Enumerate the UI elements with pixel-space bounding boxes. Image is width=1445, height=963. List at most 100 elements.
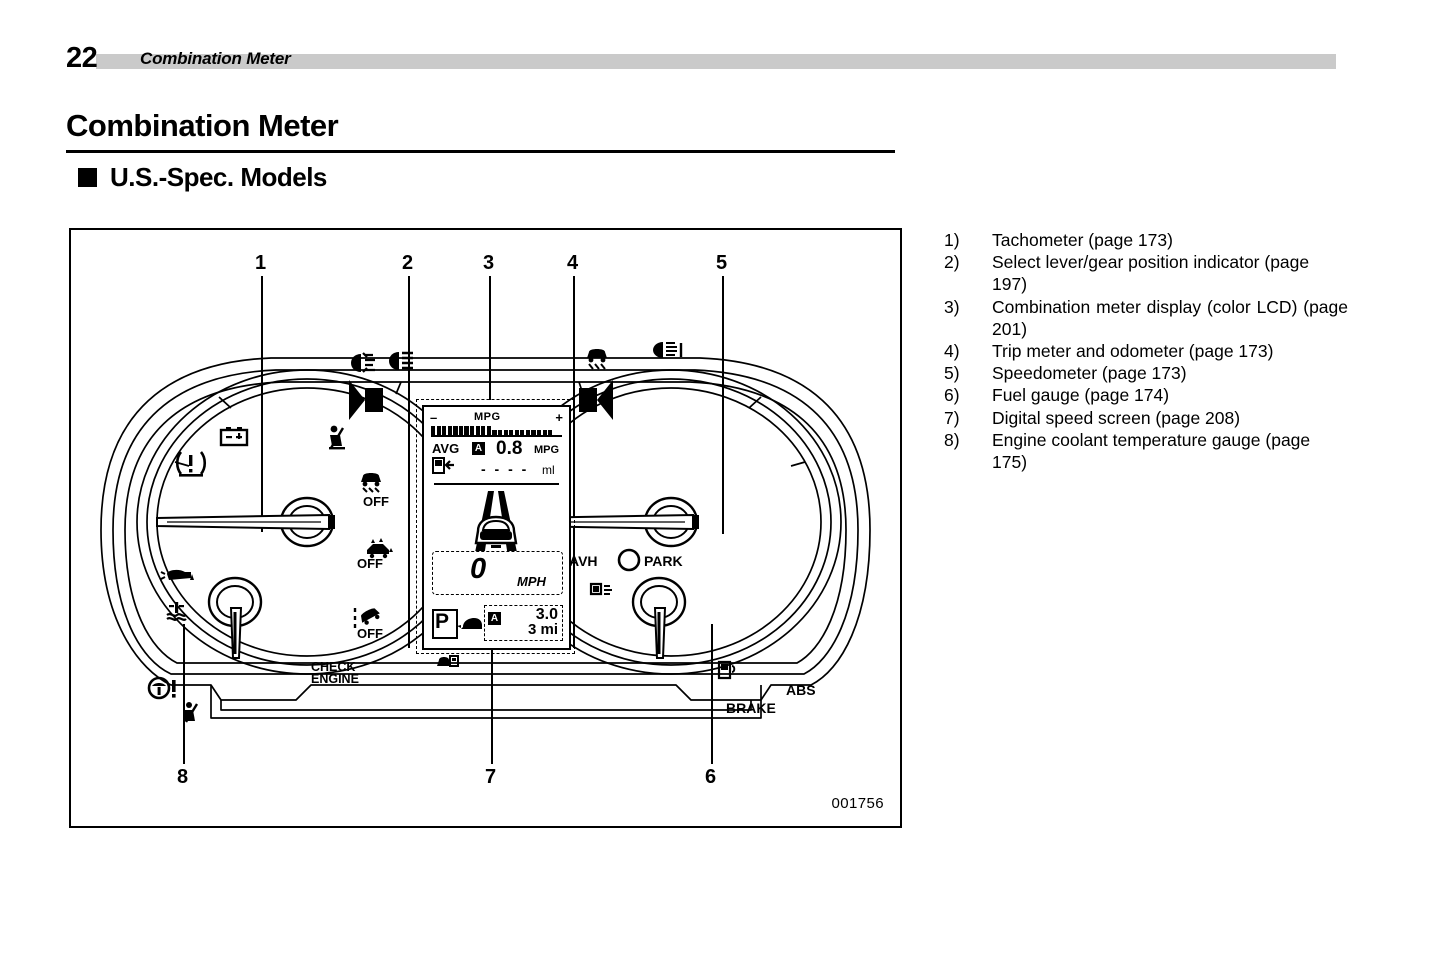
avg-label: AVG	[432, 441, 460, 456]
fuel-gauge	[631, 576, 687, 659]
callout-leader-6	[711, 624, 713, 764]
callout-6: 6	[705, 766, 717, 788]
tachometer-needle	[156, 496, 335, 548]
avh-label: AVH	[569, 553, 598, 569]
legend-label: Digital speed screen (page 208)	[992, 407, 1241, 428]
trip-meter-value: 3.0	[535, 606, 558, 623]
callout-7: 7	[485, 766, 497, 788]
oil-pressure-icon	[160, 569, 194, 580]
cruise-vehicle-icon	[457, 618, 482, 629]
lcd-divider	[434, 483, 559, 486]
legend-label: Trip meter and odometer (page 173)	[992, 341, 1274, 362]
mpg-plus-label: +	[555, 410, 563, 425]
callout-3: 3	[483, 252, 495, 274]
gear-position-box	[432, 609, 458, 639]
trip-odometer-box	[484, 605, 563, 641]
callout-8: 8	[177, 766, 189, 788]
svg-text:OFF: OFF	[357, 626, 383, 641]
mpg-bar-baseline	[431, 435, 562, 437]
legend-label: Fuel gauge (page 174)	[992, 385, 1170, 406]
svg-text:OFF: OFF	[363, 494, 389, 509]
right-warning-icons	[589, 548, 736, 680]
legend-number: 3)	[944, 296, 960, 317]
lane-departure-graphic	[474, 491, 518, 557]
coolant-temp-icon	[166, 602, 187, 621]
park-brake-icon	[617, 548, 641, 572]
odometer-value: 3 mi	[527, 621, 558, 638]
legend-number: 6)	[944, 385, 960, 406]
callout-leader-2	[408, 276, 410, 648]
fuel-range-icon	[432, 457, 454, 474]
running-header: 22 Combination Meter	[0, 42, 1445, 76]
callout-1: 1	[255, 252, 267, 274]
vdc-off-icon: OFF	[361, 473, 389, 509]
seatbelt-icon	[183, 702, 199, 723]
legend-label: Speedometer (page 173)	[992, 363, 1187, 384]
legend-number: 8)	[944, 429, 960, 450]
callout-5: 5	[716, 252, 728, 274]
hill-descent-off-icon: OFF	[353, 608, 383, 641]
eps-warning-icon	[147, 676, 176, 700]
park-label: PARK	[644, 553, 683, 569]
legend-item: 4) Trip meter and odometer (page 173)	[944, 340, 1348, 362]
legend-item: 1) Tachometer (page 173)	[944, 229, 1348, 251]
vdc-slip-icon	[587, 349, 607, 370]
gear-position-indicator: P	[435, 610, 450, 633]
legend-number: 5)	[944, 363, 960, 384]
avg-mpg-value: 0.8	[496, 438, 523, 459]
figure-legend: 1) Tachometer (page 173) 2) Select lever…	[944, 229, 1348, 473]
left-warning-icons: OFF OFF OFF	[147, 425, 459, 723]
fuel-range-value: - - - -	[481, 461, 529, 477]
right-turn-signal-icon	[579, 380, 613, 420]
legend-label: Combination meter display (color LCD) (p…	[992, 296, 1348, 339]
high-beam-icon	[389, 351, 413, 370]
subsection-label: U.S.-Spec. Models	[110, 162, 327, 192]
title-divider	[66, 150, 895, 153]
brake-fluid-icon	[589, 582, 612, 596]
fuel-low-icon	[717, 660, 736, 680]
digital-speed-screen	[432, 551, 563, 595]
digital-speed-unit: MPH	[517, 574, 546, 589]
callout-leader-8	[183, 624, 185, 764]
callout-leader-5	[722, 276, 724, 534]
traction-control-off-icon: OFF	[357, 538, 393, 571]
legend-number: 1)	[944, 230, 960, 250]
page-number: 22	[66, 42, 98, 74]
page-title: Combination Meter	[66, 108, 339, 143]
abs-label: ABS	[786, 682, 816, 698]
subsection-heading: U.S.-Spec. Models	[78, 162, 327, 193]
mpg-minus-label: –	[430, 410, 438, 425]
legend-item: 5) Speedometer (page 173)	[944, 362, 1348, 384]
callout-leader-4	[573, 276, 575, 648]
vehicle-icon	[474, 515, 518, 548]
brake-label: BRAKE	[726, 700, 776, 716]
tire-pressure-icon	[175, 451, 207, 477]
callout-2: 2	[402, 252, 414, 274]
lcd-dashed-outline	[416, 399, 575, 654]
coolant-temperature-gauge	[207, 576, 263, 659]
legend-label: Select lever/gear position indicator (pa…	[992, 252, 1310, 295]
legend-item: 7) Digital speed screen (page 208)	[944, 407, 1348, 429]
digital-speed-value: 0	[470, 553, 487, 585]
check-engine-label-line2: ENGINE	[311, 672, 359, 686]
airbag-icon	[329, 425, 345, 450]
left-turn-signal-icon	[349, 380, 383, 420]
figure-id: 001756	[831, 795, 884, 812]
legend-item: 8) Engine coolant temperature gauge (pag…	[944, 429, 1348, 473]
figure-combination-meter: 1 2 3 4 5 8 7 6	[69, 228, 902, 828]
header-chapter-title: Combination Meter	[140, 49, 291, 68]
fuel-range-unit: ml	[542, 463, 555, 477]
svg-text:OFF: OFF	[357, 556, 383, 571]
legend-number: 7)	[944, 407, 960, 428]
legend-label: Engine coolant temperature gauge (page 1…	[992, 429, 1311, 473]
trip-a-badge: A	[488, 612, 501, 625]
legend-item: 3) Combination meter display (color LCD)…	[944, 296, 1348, 340]
avg-mpg-unit: MPG	[534, 444, 560, 456]
headlight-on-icon	[653, 342, 683, 358]
combination-meter-display: – MPG + AVG A 0.8 MPG - - - - ml	[422, 405, 571, 650]
legend-label: Tachometer (page 173)	[992, 230, 1173, 250]
square-bullet-icon	[78, 168, 97, 187]
mpg-gauge-label: MPG	[474, 411, 501, 423]
immobilizer-icon	[437, 655, 459, 667]
check-engine-label-line1: CHECK	[311, 660, 355, 674]
